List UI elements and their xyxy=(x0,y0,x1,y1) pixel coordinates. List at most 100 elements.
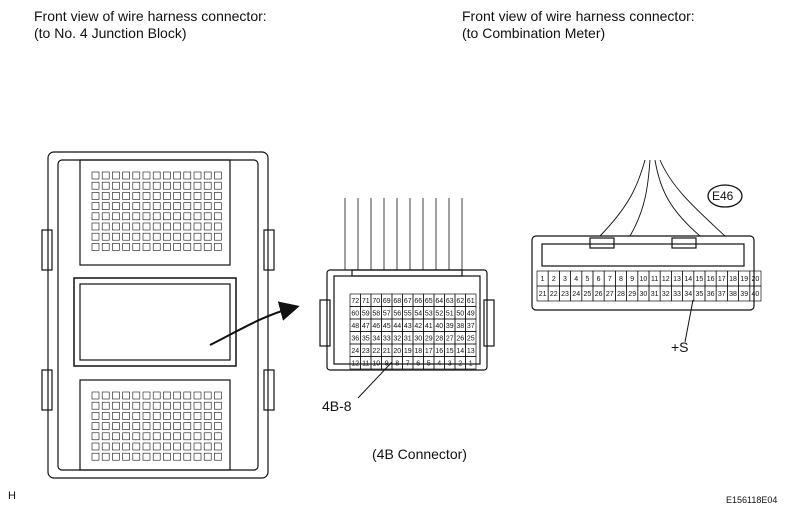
cavity xyxy=(132,412,141,420)
pin-label: 54 xyxy=(414,310,422,317)
cavity xyxy=(152,181,161,190)
cavity xyxy=(112,401,120,410)
cavity xyxy=(173,181,181,190)
pin-label: 60 xyxy=(351,310,359,317)
pin-label: 24 xyxy=(351,348,359,355)
cavity xyxy=(203,442,212,451)
right-caption-line1: Front view of wire harness connector: xyxy=(462,8,695,24)
pin-label: 4 xyxy=(437,360,441,367)
cavity xyxy=(152,171,161,180)
cavity xyxy=(132,422,141,430)
cavity xyxy=(163,432,171,441)
pin-label: 28 xyxy=(617,291,625,298)
cavity xyxy=(203,412,212,420)
pin-label: 11 xyxy=(651,276,658,283)
cavity xyxy=(203,391,212,400)
cavity xyxy=(203,222,212,231)
pin-label: 28 xyxy=(435,335,443,342)
pin-label: 61 xyxy=(467,298,475,305)
pin-label: 47 xyxy=(362,323,370,330)
connector-id-badge xyxy=(707,184,743,208)
cavity xyxy=(173,222,181,231)
cavity xyxy=(183,192,192,200)
cavity xyxy=(142,401,151,410)
pin-label: 23 xyxy=(362,348,370,355)
cavity xyxy=(91,401,100,410)
cavity xyxy=(183,401,192,410)
pin-label: 37 xyxy=(718,291,726,298)
pin-label: 27 xyxy=(446,335,454,342)
cavity xyxy=(122,202,130,210)
cavity xyxy=(214,391,222,400)
cavity xyxy=(122,432,130,441)
callout-s-label: +S xyxy=(671,339,689,355)
cavity xyxy=(91,442,100,451)
cavity xyxy=(132,171,141,180)
pin-label: 69 xyxy=(383,298,391,305)
pin-label: 4 xyxy=(574,276,578,283)
pin-label: 26 xyxy=(456,335,464,342)
cavity xyxy=(152,401,161,410)
cavity xyxy=(101,412,110,420)
pin-label: 49 xyxy=(467,310,475,317)
pin-cell xyxy=(749,285,762,302)
pin-label: 70 xyxy=(372,298,380,305)
pin-label: 14 xyxy=(456,348,464,355)
pin-label: 62 xyxy=(456,298,464,305)
cavity xyxy=(91,232,100,241)
cavity xyxy=(142,192,151,200)
cavity xyxy=(122,192,130,200)
cavity xyxy=(101,401,110,410)
pin-label: 66 xyxy=(414,298,422,305)
cavity xyxy=(112,222,120,231)
pin-label: 31 xyxy=(651,291,659,298)
cavity xyxy=(203,181,212,190)
cavity xyxy=(163,222,171,231)
cavity xyxy=(112,432,120,441)
cavity xyxy=(163,442,171,451)
cavity xyxy=(122,401,130,410)
cavity xyxy=(214,243,222,251)
cavity xyxy=(101,171,110,180)
cavity xyxy=(142,171,151,180)
pin-label: 38 xyxy=(729,291,737,298)
cavity xyxy=(173,192,181,200)
pin-label: 37 xyxy=(467,323,475,330)
cavity xyxy=(183,222,192,231)
pin-label: 18 xyxy=(729,276,737,283)
pin-label: 36 xyxy=(351,335,359,342)
pin-label: 11 xyxy=(362,360,369,367)
cavity xyxy=(163,391,171,400)
pin-label: 35 xyxy=(362,335,370,342)
cavity xyxy=(142,442,151,451)
pin-label: 59 xyxy=(362,310,370,317)
cavity xyxy=(183,452,192,461)
pin-label: 10 xyxy=(372,360,380,367)
pin-label: 12 xyxy=(351,360,359,367)
cavity xyxy=(163,243,171,251)
cavity xyxy=(122,243,130,251)
cavity xyxy=(173,171,181,180)
cavity xyxy=(91,181,100,190)
pin-label: 31 xyxy=(404,335,412,342)
cavity xyxy=(142,181,151,190)
cavity xyxy=(193,222,202,231)
cavity xyxy=(132,442,141,451)
pin-label: 12 xyxy=(662,276,670,283)
cavity xyxy=(183,442,192,451)
cavity xyxy=(183,212,192,221)
pin-label: 63 xyxy=(446,298,454,305)
cavity xyxy=(91,171,100,180)
cavity xyxy=(193,232,202,241)
cavity xyxy=(132,202,141,210)
pin-label: 56 xyxy=(393,310,401,317)
pin-label: 36 xyxy=(707,291,715,298)
pin-label: 1 xyxy=(469,360,473,367)
cavity xyxy=(142,212,151,221)
pin-label: 25 xyxy=(584,291,592,298)
pin-label: 33 xyxy=(673,291,681,298)
callout-line-s xyxy=(684,299,694,343)
pin-label: 5 xyxy=(427,360,431,367)
pin-label: 22 xyxy=(372,348,380,355)
